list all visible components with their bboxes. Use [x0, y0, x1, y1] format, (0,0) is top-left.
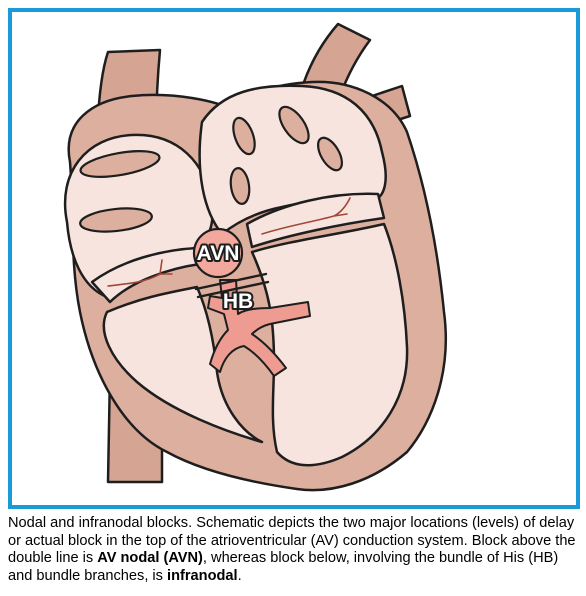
- figure-caption: Nodal and infranodal blocks. Schematic d…: [8, 515, 580, 585]
- ostium-6: [316, 136, 344, 172]
- av-node: [192, 227, 244, 279]
- tricuspid-chordae: [107, 259, 173, 287]
- ostium-2: [79, 207, 153, 233]
- caption-text-3: .: [237, 567, 242, 584]
- caption-bold-avn: AV nodal (AVN): [97, 550, 203, 566]
- ostium-4: [232, 116, 256, 156]
- aorta: [302, 22, 372, 98]
- heart-diagram: AVN HB: [63, 22, 448, 492]
- block-line-top: [194, 272, 268, 291]
- ostium-3: [278, 105, 310, 145]
- hb-label: HB: [223, 290, 253, 313]
- caption-text-1: Nodal and infranodal blocks. Schematic d…: [8, 515, 576, 566]
- right-ventricle: [102, 285, 264, 444]
- figure-frame: AVN HB: [8, 8, 580, 509]
- caption-bold-infranodal: infranodal: [167, 567, 238, 584]
- mitral-chordae: [261, 197, 351, 235]
- block-line-bottom: [196, 280, 270, 299]
- caption-text-2: , whereas block below, involving the bun…: [8, 550, 559, 584]
- ostium-1: [79, 150, 161, 178]
- his-bundle: [207, 279, 311, 377]
- avn-label: AVN: [197, 242, 240, 265]
- ostium-5: [229, 167, 251, 205]
